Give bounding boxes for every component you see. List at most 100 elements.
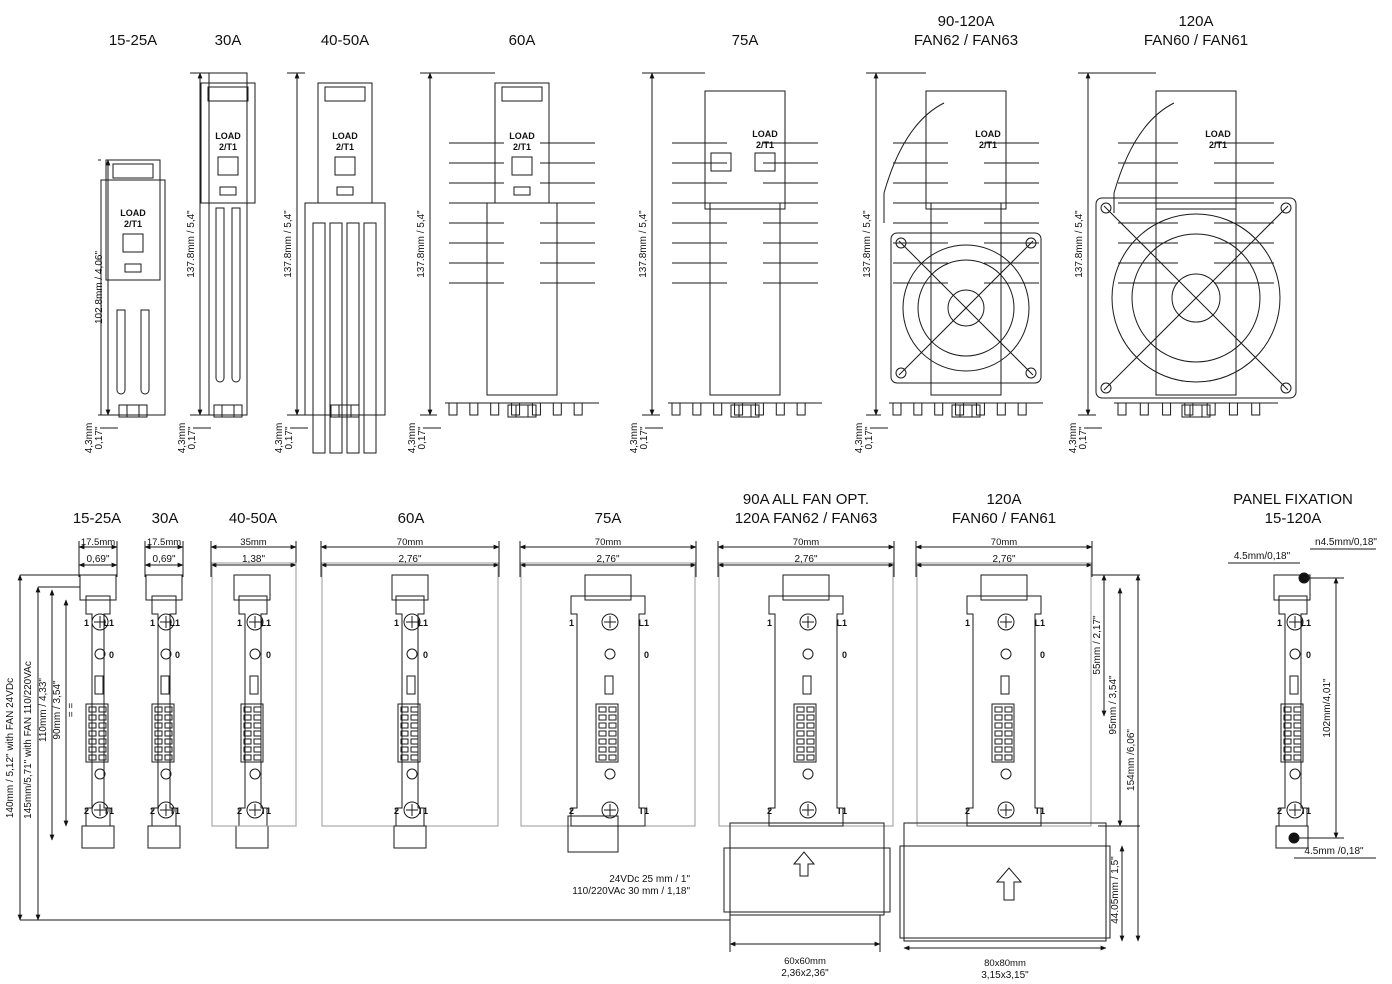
connector-pin xyxy=(796,754,805,761)
load-terminal-label: 2/T1 xyxy=(336,142,354,152)
height-dim-120a-text: 137.8mm / 5,4" xyxy=(1074,210,1085,278)
connector-pin xyxy=(796,746,805,753)
foot-in-text: 0,17" xyxy=(864,426,875,449)
terminal-t1-label: T1 xyxy=(836,806,847,816)
fin-slot xyxy=(140,309,150,395)
connector-pin xyxy=(88,738,97,745)
dim-140-text: 140mm / 5,12" with FAN 24VDc xyxy=(5,678,16,818)
terminal-screw-window xyxy=(334,156,356,176)
terminal-l1-label: L1 xyxy=(169,618,180,628)
terminal-2-label: 2 xyxy=(569,806,574,816)
fan60-in-text: 2,36x2,36" xyxy=(781,968,829,979)
connector-pin xyxy=(253,730,262,737)
terminal-0-label: 0 xyxy=(175,650,180,660)
heatsink-60a-foot xyxy=(552,402,562,416)
connector-pin xyxy=(253,746,262,753)
front-90a-screw-bottom xyxy=(799,801,817,819)
foot-in-text: 0,17" xyxy=(1078,426,1089,449)
fin-slot xyxy=(231,207,241,383)
connector-pin xyxy=(994,722,1003,729)
front-90a-screw-top xyxy=(799,613,817,631)
terminal-l1-label: L1 xyxy=(417,618,428,628)
width-90a-fan-mm-text: 70mm xyxy=(793,537,819,548)
front-90a-body xyxy=(768,595,844,827)
front-60a-control-screw xyxy=(406,648,418,660)
terminal-screw-window xyxy=(511,156,533,176)
front-40-50a-control-screw xyxy=(249,648,261,660)
connector-pin xyxy=(1293,706,1302,713)
connector-pin xyxy=(98,730,107,737)
fan-60-61-ring-inner xyxy=(1131,233,1261,363)
mount-tab-top xyxy=(1273,574,1311,601)
width-60a-in-text: 2,76" xyxy=(398,554,421,565)
front-75a-control-screw xyxy=(604,648,616,660)
fan-62-63-mount-hole xyxy=(895,367,907,379)
connector-pin xyxy=(1004,714,1013,721)
heatsink-120a-foot xyxy=(1162,402,1172,416)
front-120a-connector xyxy=(991,703,1015,763)
connector-pin xyxy=(806,730,815,737)
dim-90-text: 90mm / 3,54" xyxy=(52,680,63,740)
connector-pin xyxy=(1283,754,1292,761)
heatsink-60a-foot xyxy=(448,402,458,416)
bottom-title-30a: 30A xyxy=(151,510,179,527)
fan-60-61-mount-hole xyxy=(1280,202,1292,214)
terminal-2-label: 2 xyxy=(1277,806,1282,816)
front-40-50a-screw-top xyxy=(246,613,264,631)
width-60a-mm-text: 70mm xyxy=(397,537,423,548)
width-30a-mm-text: 17.5mm xyxy=(147,537,181,548)
heatsink-60a-foot xyxy=(469,402,479,416)
connector-pin xyxy=(1283,706,1292,713)
mount-tab-top xyxy=(391,574,429,601)
terminal-1-label: 1 xyxy=(84,618,89,628)
connector-pin xyxy=(796,722,805,729)
connector-pin xyxy=(806,722,815,729)
front-15-25a-screw-top xyxy=(91,613,109,631)
connector-pin xyxy=(410,730,419,737)
airflow-arrow xyxy=(995,867,1023,901)
front-60a-led xyxy=(406,675,416,695)
connector-pin xyxy=(994,754,1003,761)
connector-pin xyxy=(253,706,262,713)
front-75a-body xyxy=(570,595,646,827)
front-60a-screw-top xyxy=(403,613,421,631)
fan-60-61-hub xyxy=(1171,273,1221,323)
mount-tab-bottom xyxy=(1275,825,1309,849)
panel-hole-top-text: n4.5mm/0,18" xyxy=(1315,537,1377,548)
foot-mm-text: 4,3mm xyxy=(407,423,418,454)
front-75a-led xyxy=(604,675,614,695)
terminal-2-label: 2 xyxy=(150,806,155,816)
connector-pin xyxy=(400,754,409,761)
fan-62-63-ring xyxy=(902,244,1030,372)
terminal-0-label: 0 xyxy=(644,650,649,660)
height-dim-90-120a-text: 137.8mm / 5,4" xyxy=(862,210,873,278)
front-30a-control-screw xyxy=(160,648,172,660)
fin-slot xyxy=(329,222,343,454)
terminal-t1-label: T1 xyxy=(638,806,649,816)
panel-fixation-module-screw-top xyxy=(1286,613,1304,631)
terminal-1-label: 1 xyxy=(237,618,242,628)
ssr-clip xyxy=(112,163,154,179)
terminal-1-label: 1 xyxy=(150,618,155,628)
dim-44-text: 44.05mm / 1,5" xyxy=(1110,856,1121,924)
width-40-50a-in-text: 1,38" xyxy=(242,554,265,565)
connector-pin xyxy=(1004,754,1013,761)
fan-60-61-mount-hole xyxy=(1100,202,1112,214)
connector-pin xyxy=(608,754,617,761)
heatsink-120a-body xyxy=(1155,202,1237,396)
connector-pin xyxy=(1293,730,1302,737)
connector-pin xyxy=(154,706,163,713)
bottom-title-15-25a: 15-25A xyxy=(72,510,122,527)
load-terminal-label: 2/T1 xyxy=(756,140,774,150)
fan-60x60-housing xyxy=(723,847,891,913)
connector-pin xyxy=(1293,722,1302,729)
foot-in-text: 0,17" xyxy=(187,426,198,449)
load-label: LOAD xyxy=(975,129,1001,139)
terminal-1-label: 1 xyxy=(1277,618,1282,628)
width-15-25a-mm-text: 17.5mm xyxy=(81,537,115,548)
fan-62-63-frame xyxy=(890,232,1042,384)
terminal-2-label: 2 xyxy=(394,806,399,816)
heatsink-75a-foot xyxy=(796,402,806,416)
ssr-module-head xyxy=(494,82,550,204)
